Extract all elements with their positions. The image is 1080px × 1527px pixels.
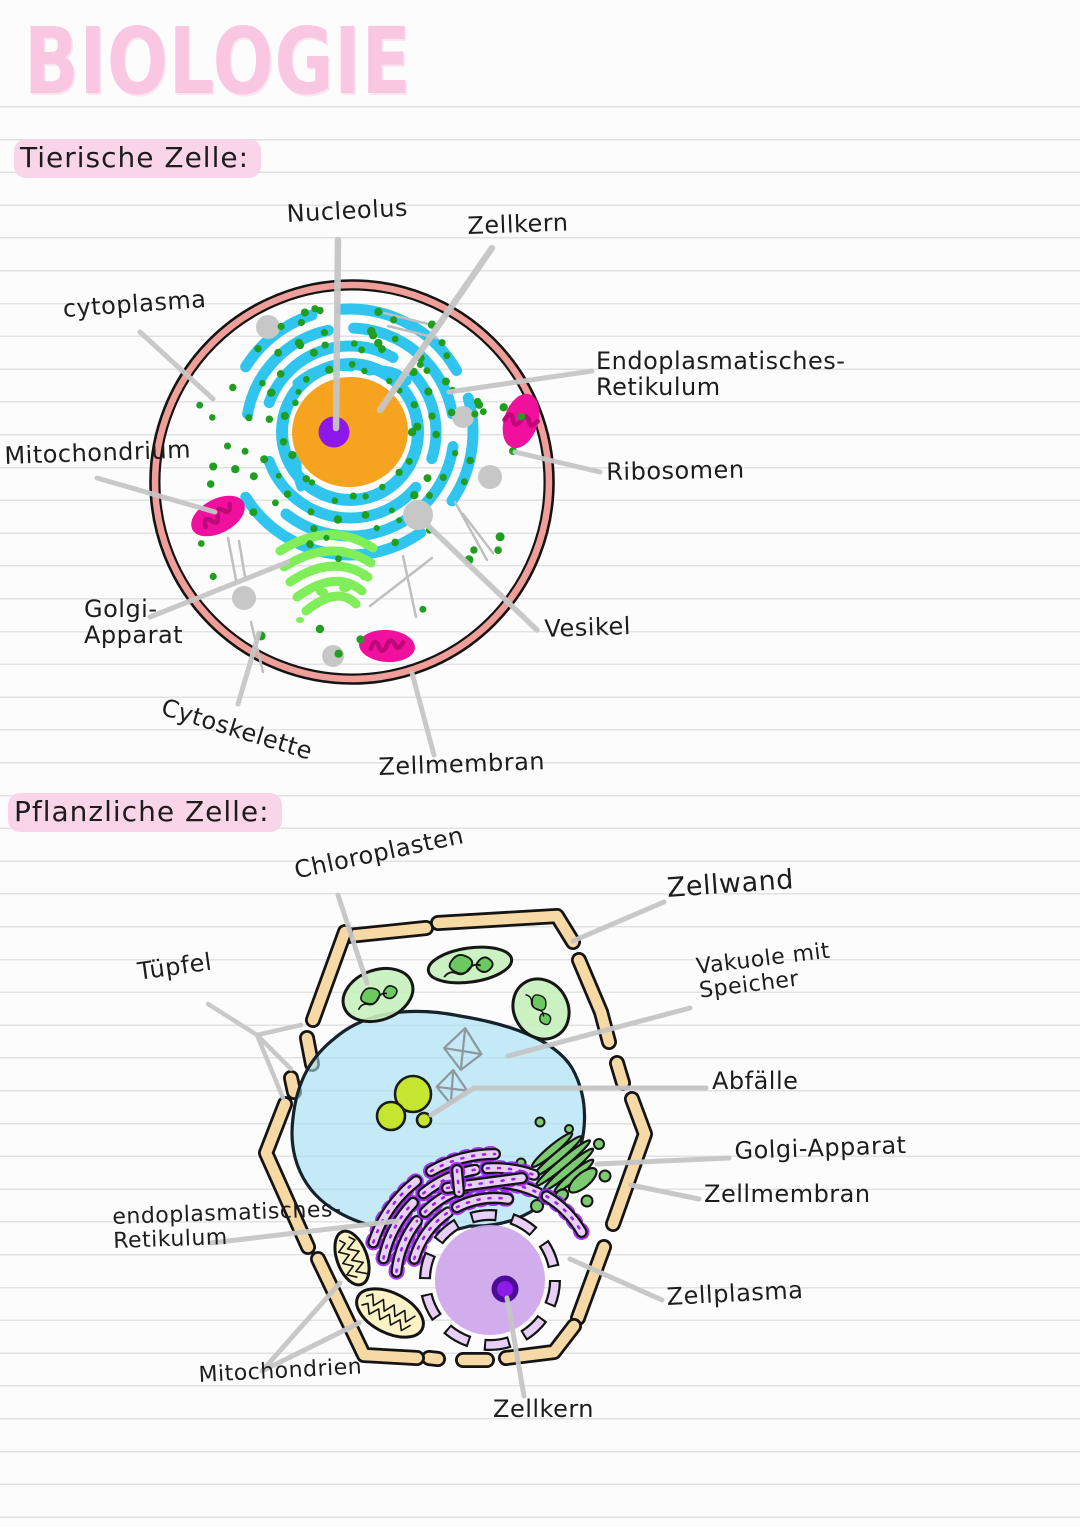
mitochondrion: [359, 629, 415, 663]
label-plant-er: endoplasmatisches- Retikulum: [111, 1197, 342, 1255]
label-ribosomen: Ribosomen: [605, 455, 745, 486]
animal-golgi: [275, 530, 378, 616]
vesicle: [232, 586, 256, 610]
label-nucleolus: Nucleolus: [285, 193, 409, 228]
speicher-granule: [393, 1074, 433, 1114]
vesicle: [452, 406, 474, 428]
label-golgi-apparat: Golgi- Apparat: [84, 595, 184, 650]
speicher-granule: [415, 1111, 433, 1129]
golgi-vesicle: [580, 1194, 594, 1208]
label-mitochondrium: Mitochondrium: [3, 435, 192, 470]
animal-cell-drawing: [149, 279, 555, 685]
label-abfaelle: Abfälle: [712, 1067, 799, 1095]
label-plant-zellmembran: Zellmembran: [704, 1180, 871, 1208]
plant-cell-drawing: [258, 908, 653, 1368]
plant-section-heading: Pflanzliche Zelle:: [8, 793, 282, 832]
golgi-vesicle: [534, 1116, 546, 1128]
speicher-granule: [375, 1100, 407, 1132]
plant-heading-highlight: Pflanzliche Zelle:: [8, 793, 282, 832]
mitochondrion: [191, 495, 245, 537]
vesicle: [256, 315, 280, 339]
chloroplast: [511, 977, 571, 1041]
golgi-vesicle: [530, 1199, 544, 1213]
animal-section-heading: Tierische Zelle:: [14, 139, 262, 178]
page-title: BIOLOGIE: [24, 8, 412, 115]
plant-mitochondrion: [333, 1229, 371, 1287]
plant-mitochondrion: [355, 1287, 425, 1339]
label-endoplasmatisches-retikulum: Endoplasmatisches- Retikulum: [596, 347, 846, 402]
label-zellmembran: Zellmembran: [377, 747, 546, 781]
golgi-vesicle: [593, 1138, 605, 1150]
animal-heading-highlight: Tierische Zelle:: [14, 139, 262, 178]
plant-er: [365, 1145, 590, 1280]
chloroplast: [426, 945, 514, 985]
plant-nucleus: [435, 1225, 545, 1335]
pointer-lines: [94, 236, 732, 1399]
chloroplast: [341, 966, 415, 1024]
cytoskeleton-sticks: [226, 311, 495, 674]
waste-crystal: [442, 1027, 483, 1071]
label-plant-zellkern: Zellkern: [493, 1395, 595, 1423]
label-zellkern: Zellkern: [466, 208, 569, 240]
label-vesikel: Vesikel: [543, 611, 632, 643]
mitochondrion: [502, 393, 541, 449]
golgi-vesicle: [598, 1169, 612, 1183]
vesicle: [478, 465, 502, 489]
golgi-vesicle: [564, 1124, 574, 1134]
label-plant-golgi-apparat: Golgi-Apparat: [733, 1130, 907, 1165]
